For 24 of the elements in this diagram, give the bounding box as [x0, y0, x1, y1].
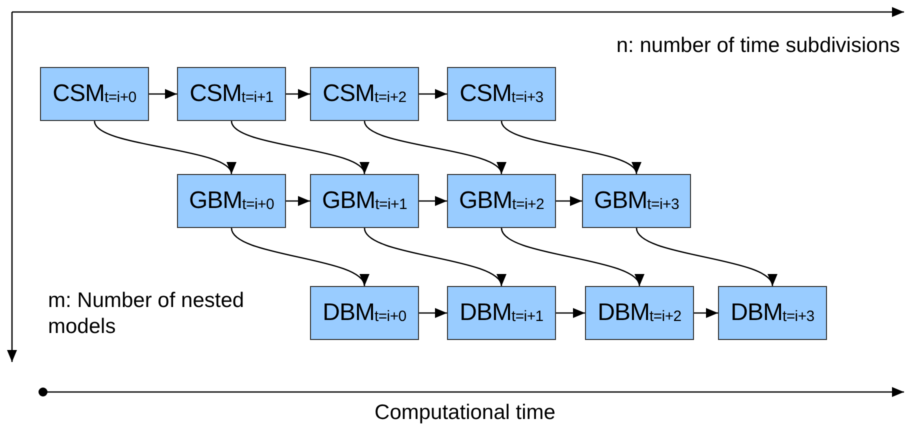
process-box — [718, 286, 827, 340]
arrow — [419, 308, 447, 318]
arrow — [149, 89, 177, 99]
process-box — [585, 286, 694, 340]
axis-label: Computational time — [374, 400, 556, 426]
process-box — [582, 174, 691, 228]
process-box — [447, 174, 556, 228]
arrow — [419, 196, 447, 206]
arrow — [419, 89, 447, 99]
process-box — [447, 67, 556, 121]
process-box — [40, 67, 149, 121]
process-box — [177, 174, 286, 228]
process-box — [310, 286, 419, 340]
annotation-text: n: number of time subdivisions — [615, 33, 900, 59]
arrow — [556, 308, 585, 318]
arrow — [556, 196, 582, 206]
arrow — [694, 308, 718, 318]
arrow — [286, 89, 310, 99]
process-box — [310, 174, 419, 228]
process-box — [310, 67, 419, 121]
arrow — [286, 196, 310, 206]
process-box — [447, 286, 556, 340]
process-box — [177, 67, 286, 121]
annotation-text: m: Number of nested models — [48, 288, 246, 340]
